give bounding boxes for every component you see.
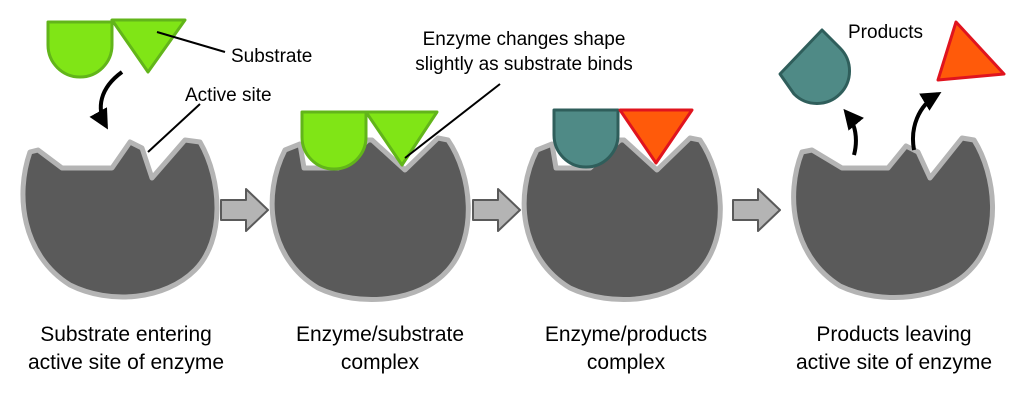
caption-line1: Substrate entering xyxy=(40,323,212,346)
product-triangle-icon xyxy=(936,20,1006,82)
caption-2: Enzyme/substrate complex xyxy=(296,323,464,374)
product-triangle-icon xyxy=(618,108,694,165)
caption-line1: Enzyme/products xyxy=(545,323,707,346)
substrate-triangle-icon xyxy=(364,110,439,167)
shape-change-label-line1: Enzyme changes shape xyxy=(423,29,626,50)
enzyme-icon xyxy=(791,135,995,301)
product-rounded-icon xyxy=(552,108,620,169)
step-arrow-icon xyxy=(732,188,781,232)
stage-4: Products xyxy=(778,20,1006,301)
products-label: Products xyxy=(848,22,923,43)
step-arrow-icon xyxy=(220,188,269,232)
caption-1: Substrate entering active site of enzyme xyxy=(28,323,224,374)
product-rounded-icon xyxy=(778,28,851,105)
shape-change-leader-line xyxy=(404,83,501,159)
stage-1: Substrate Active site xyxy=(20,18,312,300)
caption-line2: active site of enzyme xyxy=(28,351,224,374)
caption-line2: complex xyxy=(341,351,420,374)
step-arrow-icon xyxy=(472,188,521,232)
stage-3 xyxy=(521,108,723,303)
stage-2: Enzyme changes shape slightly as substra… xyxy=(269,29,633,303)
caption-line1: Enzyme/substrate xyxy=(296,323,464,346)
active-site-label: Active site xyxy=(185,85,272,106)
curved-arrow-icon xyxy=(911,91,942,151)
caption-line2: active site of enzyme xyxy=(796,351,992,374)
curved-arrow-icon xyxy=(843,108,864,156)
caption-line2: complex xyxy=(587,351,666,374)
substrate-half-circle-icon xyxy=(46,20,114,79)
substrate-half-circle-icon xyxy=(300,110,368,171)
shape-change-label-line2: slightly as substrate binds xyxy=(415,54,633,75)
caption-line1: Products leaving xyxy=(816,323,971,346)
substrate-leader-line xyxy=(156,31,226,53)
enzyme-icon xyxy=(521,135,723,303)
enzyme-icon xyxy=(269,135,471,303)
active-site-leader-line xyxy=(147,103,201,153)
enzyme-icon xyxy=(20,137,220,300)
substrate-label: Substrate xyxy=(231,46,312,67)
curved-arrow-icon xyxy=(89,70,124,130)
caption-3: Enzyme/products complex xyxy=(545,323,707,374)
caption-4: Products leaving active site of enzyme xyxy=(796,323,992,374)
substrate-triangle-icon xyxy=(110,18,187,74)
